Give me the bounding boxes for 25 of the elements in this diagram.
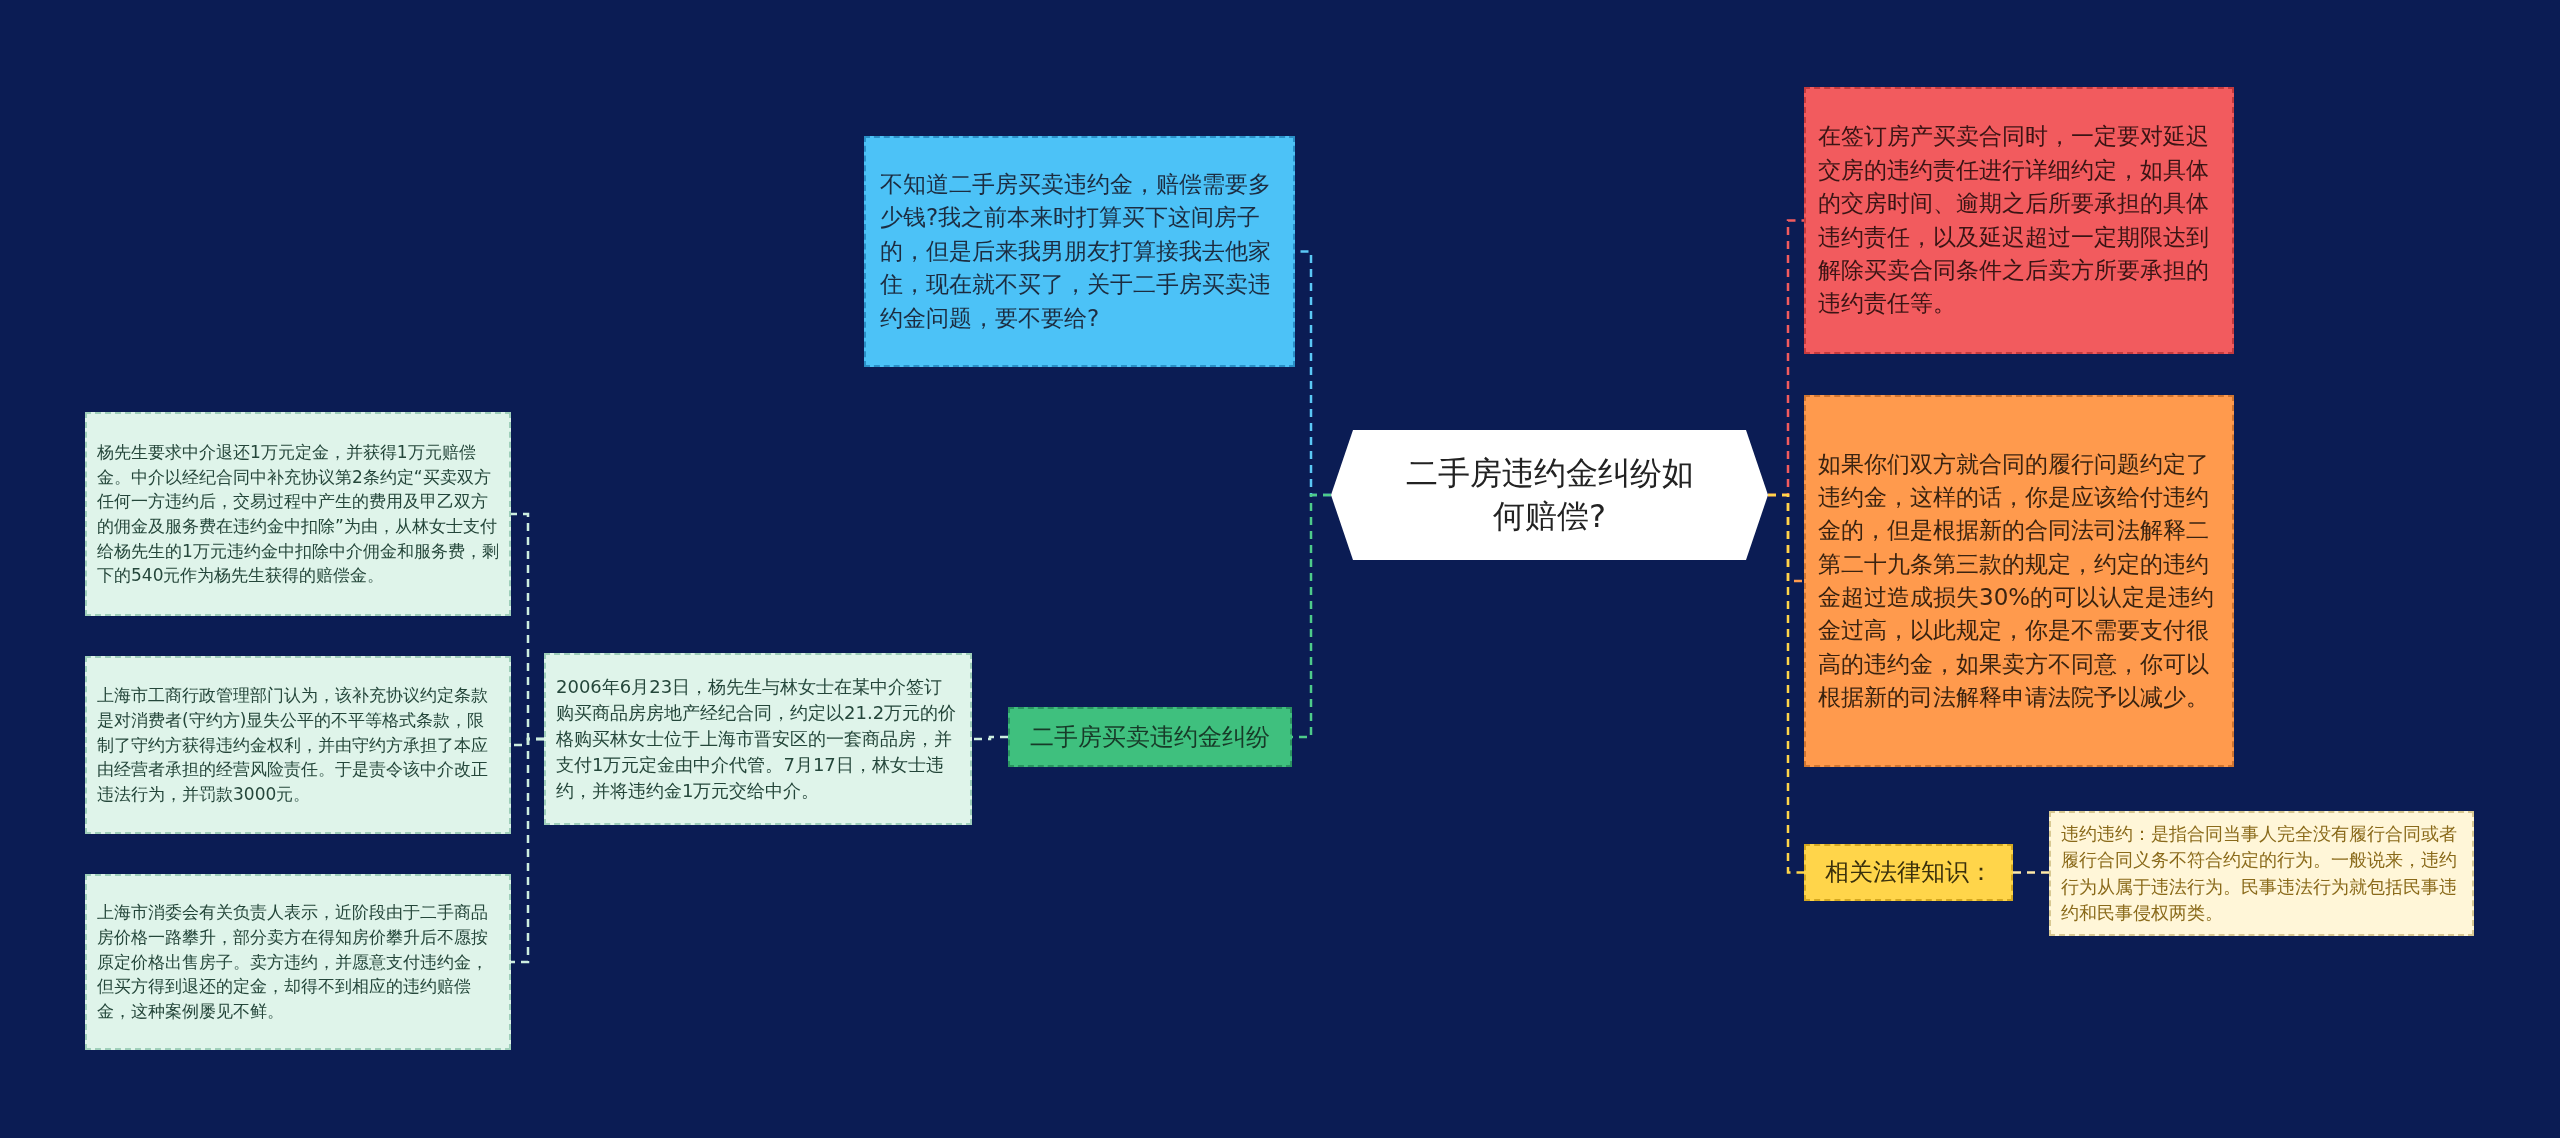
topic-box	[864, 136, 1295, 367]
topic-box	[1804, 395, 2234, 767]
node-text: 二手房违约金纠纷如何赔偿?	[1404, 452, 1695, 537]
node-text: 如果你们双方就合同的履行问题约定了违约金，这样的话，你是应该给付违约金的，但是根据新的合同法司法解释二第二十九条第三款的规定，约定的违约金超过造成损失30%的可以认定是违约金过高，以此规定，你是不需要支付很高的违约金，如果卖方不同意，你可以根据新的司法解释申请法院予以减少。	[1818, 449, 2216, 713]
topic-box	[2049, 811, 2474, 936]
node-text: 二手房买卖违约金纠纷	[1030, 721, 1270, 753]
connector-line	[511, 737, 544, 964]
topic-box	[1008, 707, 1292, 767]
node-text: 2006年6月23日，杨先生与林女士在某中介签订购买商品房房地产经纪合同，约定以21.2万元的价格购买林女士位于上海市晋安区的一套商品房，并支付1万元定金由中介代管。7月17日，林女士违约，并将违约金1万元交给中介。	[556, 674, 958, 804]
node-text: 在签订房产买卖合同时，一定要对延迟交房的违约责任进行详细约定，如具体的交房时间、逾期之后所要承担的具体违约责任，以及延迟超过一定期限达到解除买卖合同条件之后卖方所要承担的违约责任等。	[1818, 122, 2210, 319]
topic-box	[1804, 844, 2013, 901]
topic-box	[85, 656, 511, 834]
topic-box	[1804, 87, 2234, 354]
node-text: 杨先生要求中介退还1万元定金，并获得1万元赔偿金。中介以经纪合同中补充协议第2条约定“买卖双方任何一方违约后，交易过程中产生的费用及甲乙双方的佣金及服务费在违约金中扣除”为由，从林女士支付给杨先生的1万元违约金中扣除中介佣金和服务费，剩下的540元作为杨先生获得的赔偿金。	[97, 441, 499, 588]
node-text: 不知道二手房买卖违约金，赔偿需要多少钱?我之前本来时打算买下这间房子的，但是后来我男朋友打算接我去他家住，现在就不买了，关于二手房买卖违约金问题，要不要给?	[880, 170, 1272, 333]
topic-box	[85, 874, 511, 1050]
node-text: 相关法律知识：	[1824, 857, 1993, 889]
node-text: 上海市消委会有关负责人表示，近阶段由于二手商品房价格一路攀升，部分卖方在得知房价攀升后不愿按原定价格出售房子。卖方违约，并愿意支付违约金，但买方得到退还的定金，却得不到相应的违约赔偿金，这种案例屡见不鲜。	[97, 901, 489, 1023]
connector-line	[972, 735, 1008, 741]
topic-box	[85, 412, 511, 616]
connector-line	[1768, 493, 1804, 874]
node-text: 上海市工商行政管理部门认为，该补充协议约定条款是对消费者(守约方)显失公平的不平等格式条款，限制了守约方获得违约金权利，并由守约方承担了本应由经营者承担的经营风险责任。于是责令该中介改正违法行为，并罚款3000元。	[97, 684, 489, 806]
connector-line	[2013, 871, 2049, 874]
node-text: 违约违约：是指合同当事人完全没有履行合同或者履行合同义务不符合约定的行为。一般说来，违约行为从属于违法行为。民事违法行为就包括民事违约和民事侵权两类。	[2061, 822, 2458, 925]
topic-box	[544, 653, 972, 825]
